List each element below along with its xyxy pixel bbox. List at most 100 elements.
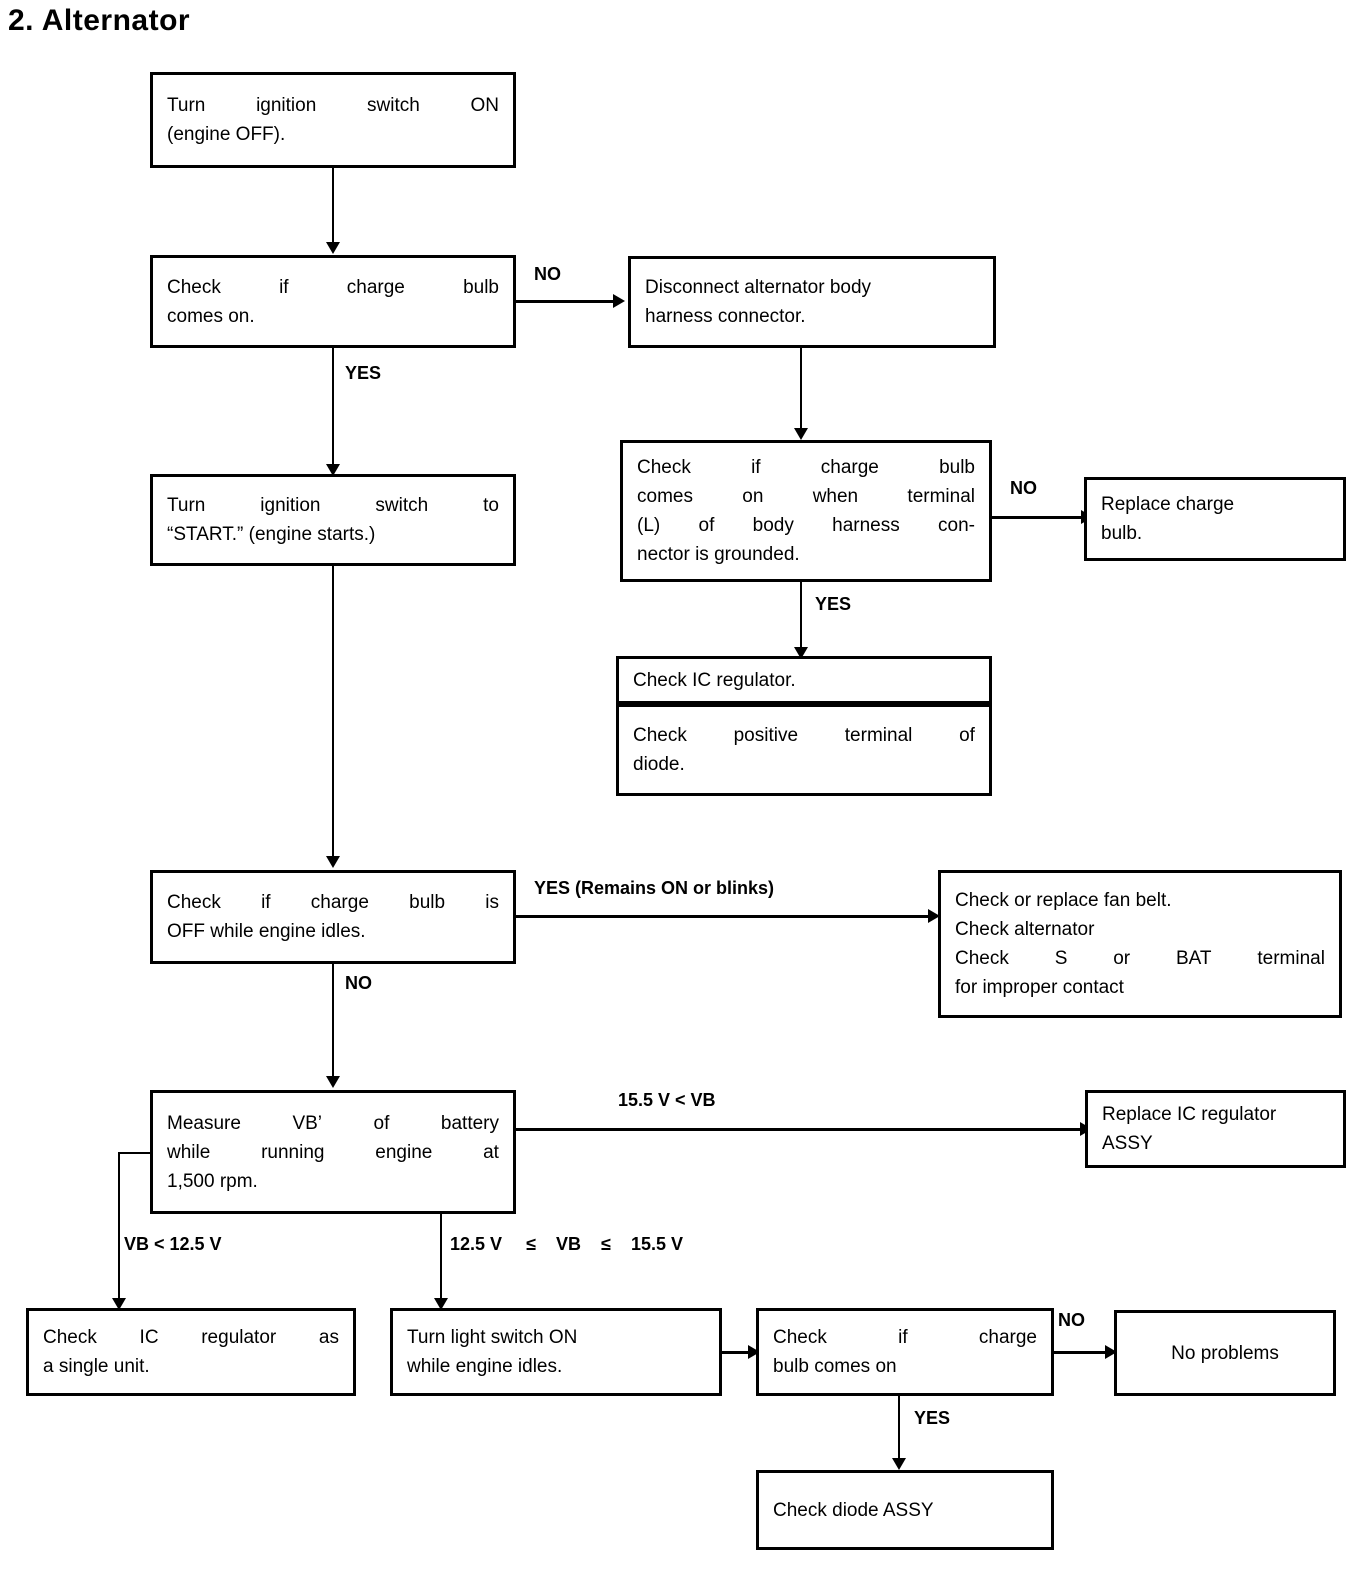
node-no-problems: No problems bbox=[1114, 1310, 1336, 1396]
word: while bbox=[167, 1141, 211, 1163]
word: ignition bbox=[256, 95, 317, 116]
node-line: a single unit. bbox=[43, 1356, 150, 1377]
word: body bbox=[752, 515, 794, 536]
edge-line bbox=[1054, 1351, 1110, 1354]
word: Measure bbox=[167, 1112, 241, 1134]
edge-line bbox=[332, 168, 334, 242]
word: terminal bbox=[907, 486, 975, 507]
word: running bbox=[261, 1141, 325, 1163]
word: engine bbox=[375, 1141, 433, 1163]
edge-line bbox=[332, 348, 334, 470]
edge-label-no-4: NO bbox=[1058, 1310, 1085, 1330]
node-line: while running engine at bbox=[153, 1138, 513, 1167]
word: harness bbox=[832, 515, 900, 536]
edge-label-no-1: NO bbox=[534, 264, 561, 284]
edge-arrow-down bbox=[434, 1298, 448, 1310]
word: of bbox=[959, 725, 975, 746]
vb-symbol: VB bbox=[556, 1234, 582, 1254]
word: VB’ bbox=[292, 1112, 323, 1134]
node-line: (engine OFF). bbox=[167, 124, 286, 145]
node-line: (L) of body harness con- bbox=[623, 511, 989, 540]
less-equal-icon: ≤ bbox=[526, 1234, 536, 1254]
node-line: nector is grounded. bbox=[637, 544, 800, 565]
node-line: Check if charge bulb is bbox=[153, 888, 513, 917]
word: Check bbox=[43, 1327, 97, 1348]
word: comes bbox=[637, 486, 693, 507]
edge-line bbox=[722, 1351, 754, 1354]
edge-line bbox=[516, 300, 616, 303]
node-line: No problems bbox=[1171, 1342, 1279, 1364]
edge-line bbox=[440, 1214, 442, 1304]
node-line: Measure VB’ of battery bbox=[153, 1109, 513, 1138]
node-line: Replace IC regulator bbox=[1102, 1104, 1277, 1125]
edge-label-yes-3: YES bbox=[914, 1408, 951, 1428]
word: bulb bbox=[463, 276, 499, 298]
edge-label-yes-1: YES bbox=[345, 363, 382, 383]
node-check-ic-single-unit: Check IC regulator as a single unit. bbox=[26, 1308, 356, 1396]
word: charge bbox=[978, 1327, 1037, 1348]
edge-line bbox=[516, 1128, 1086, 1131]
word: to bbox=[483, 495, 499, 516]
word: on bbox=[742, 486, 764, 507]
edge-line bbox=[118, 1152, 120, 1304]
word: ignition bbox=[260, 495, 321, 516]
node-replace-ic-regulator-assy: Replace IC regulator ASSY bbox=[1085, 1090, 1346, 1168]
node-line: Turn ignition switch to bbox=[153, 491, 513, 520]
edge-line bbox=[118, 1152, 152, 1154]
node-turn-light-switch: Turn light switch ON while engine idles. bbox=[390, 1308, 722, 1396]
word: if bbox=[898, 1327, 908, 1348]
word: battery bbox=[440, 1112, 499, 1134]
node-check-diode-assy: Check diode ASSY bbox=[756, 1470, 1054, 1550]
edge-line bbox=[332, 566, 334, 862]
word: Check bbox=[167, 276, 221, 298]
node-turn-ignition-on: Turn ignition switch ON (engine OFF). bbox=[150, 72, 516, 168]
word: positive bbox=[733, 725, 799, 746]
edge-line bbox=[800, 348, 802, 432]
node-line: “START.” (engine starts.) bbox=[167, 524, 376, 545]
edge-line bbox=[992, 516, 1084, 519]
word: terminal bbox=[1257, 948, 1325, 969]
word: regulator bbox=[201, 1327, 277, 1348]
node-check-charge-bulb: Check if charge bulb comes on. bbox=[150, 255, 516, 348]
word: terminal bbox=[844, 725, 913, 746]
node-line: Check IC regulator. bbox=[633, 669, 796, 691]
word: S bbox=[1054, 948, 1068, 969]
word: when bbox=[812, 486, 859, 507]
word: at bbox=[483, 1141, 499, 1163]
node-line: 1,500 rpm. bbox=[167, 1170, 258, 1192]
word: of bbox=[373, 1112, 390, 1134]
edge-arrow-down bbox=[326, 242, 340, 254]
node-check-terminal-grounded: Check if charge bulb comes on when termi… bbox=[620, 440, 992, 582]
page-title: 2. Alternator bbox=[8, 4, 191, 37]
edge-arrow-right bbox=[928, 909, 940, 923]
word: is bbox=[485, 892, 499, 913]
node-check-ic-regulator: Check IC regulator. bbox=[616, 656, 992, 704]
edge-label-no-3: NO bbox=[345, 973, 372, 993]
node-line: Check IC regulator as bbox=[29, 1323, 353, 1352]
word: switch bbox=[367, 95, 420, 116]
node-line: Check positive terminal of bbox=[619, 721, 989, 750]
less-equal-icon: ≤ bbox=[601, 1234, 611, 1254]
word: bulb bbox=[409, 892, 446, 913]
word: or bbox=[1113, 948, 1131, 969]
edge-arrow-down bbox=[892, 1458, 906, 1470]
word: charge bbox=[346, 276, 405, 298]
word: switch bbox=[375, 495, 429, 516]
word: BAT bbox=[1175, 948, 1212, 969]
edge-arrow-down bbox=[326, 464, 340, 476]
word: bulb bbox=[939, 457, 975, 478]
node-line: Check S or BAT terminal bbox=[941, 944, 1339, 973]
edge-arrow-down bbox=[326, 856, 340, 868]
edge-arrow-down bbox=[326, 1076, 340, 1088]
node-line: Check diode ASSY bbox=[773, 1499, 934, 1521]
node-line: Disconnect alternator body bbox=[645, 277, 872, 298]
word: con- bbox=[938, 515, 975, 536]
node-disconnect-harness: Disconnect alternator body harness conne… bbox=[628, 256, 996, 348]
node-check-fan-belt: Check or replace fan belt. Check alterna… bbox=[938, 870, 1342, 1018]
word: Check bbox=[955, 948, 1009, 969]
word: (L) bbox=[637, 515, 661, 536]
edge-arrow-right bbox=[613, 294, 625, 308]
edge-label-vb-high: 15.5 V < VB bbox=[618, 1090, 716, 1110]
node-line: Check or replace fan belt. bbox=[955, 890, 1172, 911]
